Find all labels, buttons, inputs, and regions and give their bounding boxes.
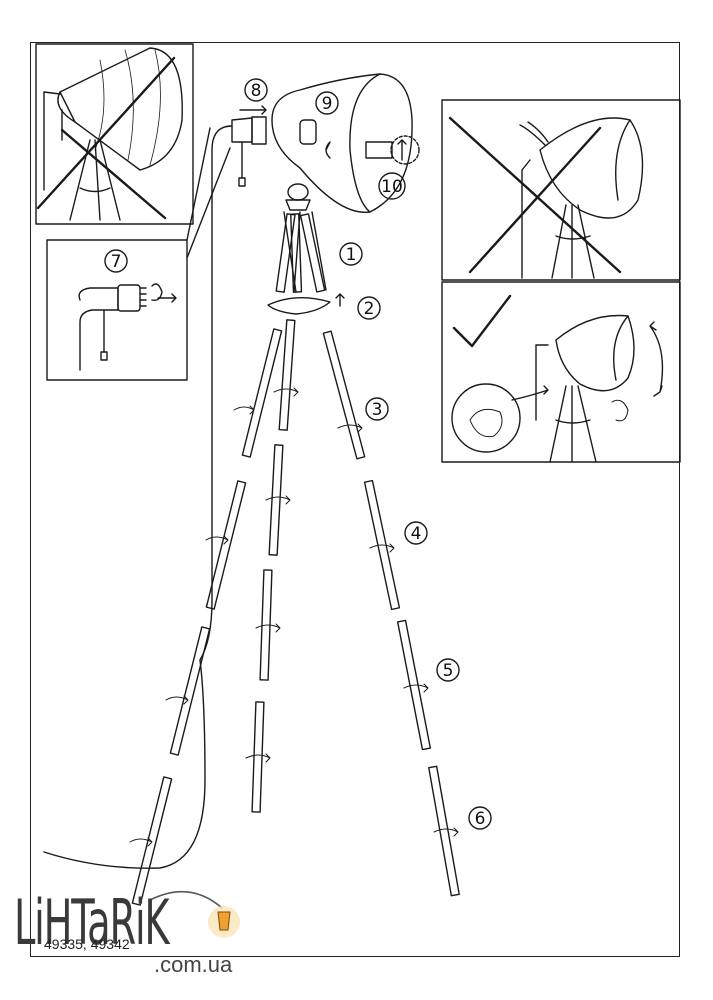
panel-incorrect-top-left xyxy=(35,43,194,225)
step-4-label: 4 xyxy=(411,524,422,544)
step-10-label: 10 xyxy=(381,177,403,197)
cross-mark-icon xyxy=(448,116,622,274)
panel-correct-mid-right xyxy=(441,281,681,463)
model-codes: 49335, 49342 xyxy=(44,936,130,952)
lantern-icon xyxy=(149,890,240,938)
step-callouts xyxy=(104,78,492,830)
cross-mark-icon xyxy=(36,56,176,220)
cable-socket-part xyxy=(199,105,267,661)
step-6-label: 6 xyxy=(475,809,486,829)
mains-cable xyxy=(43,659,206,869)
tripod-hub xyxy=(267,183,345,315)
step-numbers: 1 2 3 4 5 6 7 8 9 10 xyxy=(111,81,486,829)
rotate-arrow-icon xyxy=(151,283,163,302)
rotate-arrow-icons xyxy=(129,387,459,847)
step-1-label: 1 xyxy=(346,245,357,265)
step-3-label: 3 xyxy=(372,400,383,420)
watermark-name: LiHTaRiK xyxy=(14,886,170,959)
watermark-domain: .com.ua xyxy=(154,952,233,977)
instruction-sheet-frame xyxy=(30,42,680,957)
panel-socket-detail xyxy=(46,127,231,381)
panel-incorrect-top-right xyxy=(441,99,681,281)
lamp-head-main xyxy=(271,73,420,213)
arrow-icon xyxy=(239,105,267,115)
step-7-label: 7 xyxy=(111,252,122,272)
tripod-legs xyxy=(131,319,460,906)
step-9-label: 9 xyxy=(322,94,333,114)
step-8-label: 8 xyxy=(251,81,262,101)
watermark-logo: LiHTaRiK .com.ua xyxy=(14,892,254,992)
step-5-label: 5 xyxy=(443,661,454,681)
check-mark-icon xyxy=(452,294,512,348)
step-2-label: 2 xyxy=(364,299,375,319)
